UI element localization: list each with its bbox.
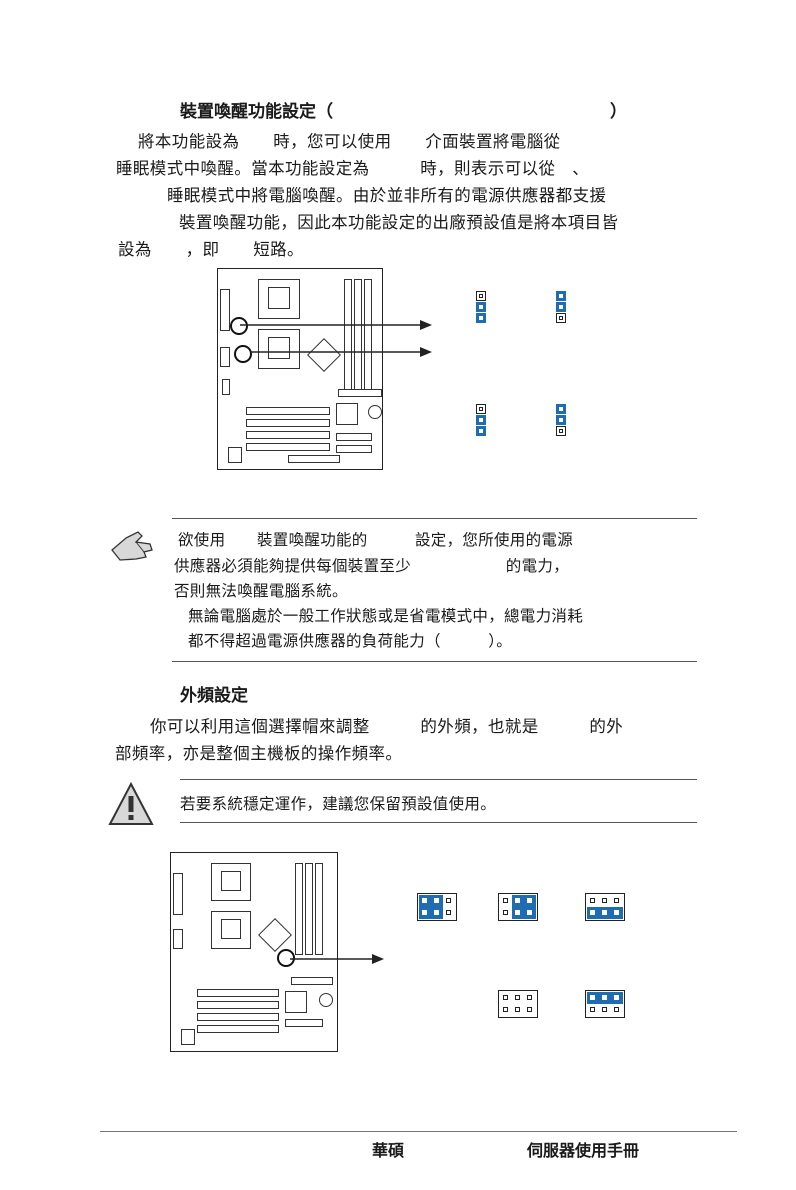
section1-line-5: 設為 ，即 短路。 [118, 240, 304, 259]
usb-jumper-callout-2 [234, 345, 252, 363]
section1-line-2: 睡眠模式中喚醒。當本功能設定為 時，則表示可以從 、 [116, 159, 590, 178]
note-line-4: 無論電腦處於一般工作狀態或是省電模式中，總電力消耗 [188, 607, 584, 625]
note-line-1: 欲使用 裝置喚醒功能的 設定，您所使用的電源 [178, 531, 574, 549]
fsb-jumper-setting-2 [498, 893, 538, 921]
usb-jumper-callout-1 [230, 317, 248, 335]
jumper-2-pins-1-2 [476, 404, 488, 436]
section2-line-1: 你可以利用這個選擇帽來調整 的外頻，也就是 的外 [150, 717, 624, 736]
fsb-jumper-setting-3 [585, 893, 625, 921]
note-hand-icon [111, 531, 153, 561]
footer-rule [100, 1131, 737, 1132]
jumper-1-pins-2-3 [556, 291, 568, 323]
section1-line-1: 將本功能設為 時，您可以使用 介面裝置將電腦從 [138, 132, 561, 151]
fsb-jumper-callout [277, 949, 295, 967]
caution-bottom-rule [180, 822, 697, 823]
note-top-rule [172, 518, 697, 519]
note-line-2: 供應器必須能夠提供每個裝置至少 的電力， [174, 557, 570, 575]
section1-line-4: 裝置喚醒功能，因此本功能設定的出廠預設值是將本項目皆 [179, 213, 619, 232]
section2-line-2: 部頻率，亦是整個主機板的操作頻率。 [115, 744, 403, 763]
section1-heading: 裝置喚醒功能設定（ [180, 102, 333, 122]
note-line-5: 都不得超過電源供應器的負荷能力（ ）。 [188, 632, 513, 650]
note-bottom-rule [172, 661, 697, 662]
motherboard-diagram-1 [217, 268, 383, 470]
fsb-jumper-setting-5 [585, 990, 625, 1018]
caution-text: 若要系統穩定運作，建議您保留預設值使用。 [180, 795, 497, 813]
caution-top-rule [180, 779, 697, 780]
motherboard-diagram-2 [170, 852, 338, 1052]
footer-left: 華碩 [372, 1141, 405, 1160]
note-line-3: 否則無法喚醒電腦系統。 [174, 582, 348, 600]
footer-right: 伺服器使用手冊 [527, 1141, 640, 1160]
fsb-jumper-setting-4 [498, 990, 538, 1018]
fsb-jumper-setting-1 [417, 893, 457, 921]
jumper-1-pins-1-2 [476, 291, 488, 323]
caution-icon [108, 781, 154, 825]
callout-arrows-1 [240, 320, 432, 357]
section2-heading: 外頻設定 [180, 686, 248, 706]
section1-heading-close: ） [610, 102, 627, 122]
jumper-2-pins-2-3 [556, 404, 568, 436]
section1-line-3: 睡眠模式中將電腦喚醒。由於並非所有的電源供應器都支援 [167, 186, 607, 205]
callout-arrow-2 [290, 954, 384, 964]
